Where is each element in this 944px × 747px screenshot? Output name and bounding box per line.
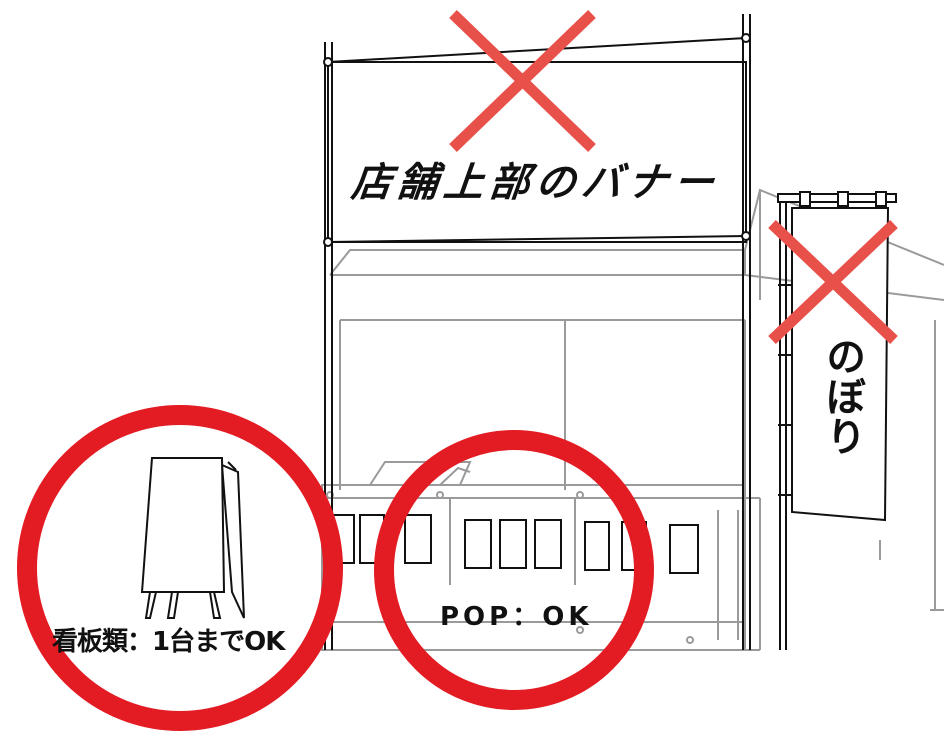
nobori-label: のぼり [819,336,865,456]
banner-label: 店舗上部のバナー [349,160,722,206]
cross-mark-icon [449,10,596,152]
nobori-flag [777,191,897,650]
pop-label: POP：OK [440,602,593,632]
cross-mark-icon [768,220,898,344]
circle-mark-icon [17,405,343,731]
circle-mark-icon [374,430,654,710]
signboard-label: 看板類：1台までOK [52,627,285,657]
a-frame-sign-icon [140,457,245,619]
banner-frame [323,14,751,650]
